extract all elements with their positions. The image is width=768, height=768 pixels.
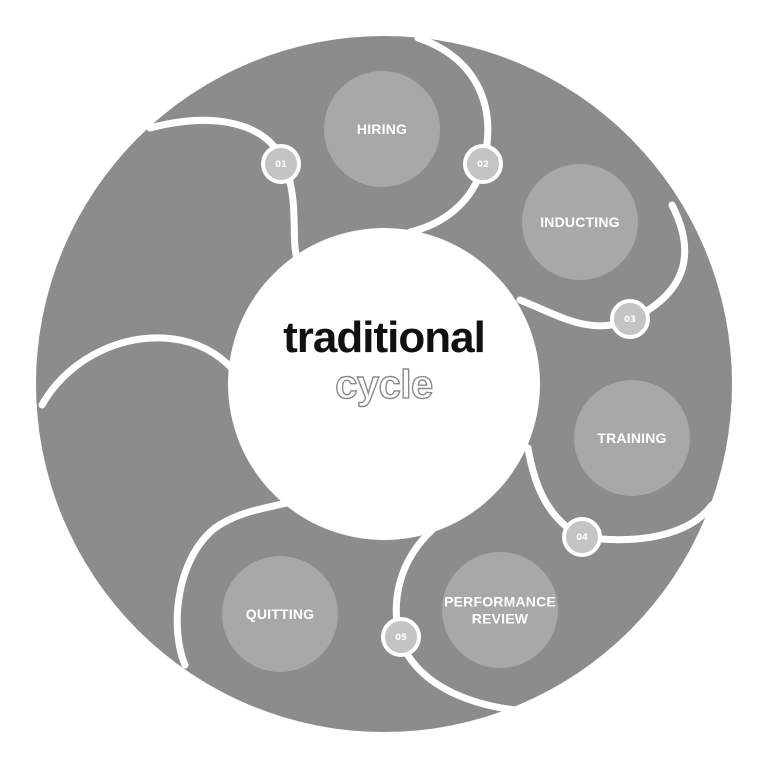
stage-label-04-line-2: REVIEW bbox=[472, 611, 529, 627]
number-badges: 01 02 03 04 05 bbox=[261, 144, 650, 657]
stage-label-05: QUITTING bbox=[246, 606, 314, 622]
number-badge-label-04: 04 bbox=[576, 533, 588, 543]
stage-circle-05 bbox=[222, 556, 338, 672]
number-badge-05 bbox=[381, 617, 421, 657]
stage-circle-01 bbox=[324, 71, 440, 187]
number-badge-label-05: 05 bbox=[395, 633, 407, 643]
title-cycle: cycle bbox=[335, 363, 433, 407]
divider-06 bbox=[173, 496, 302, 669]
number-badge-02 bbox=[463, 144, 503, 184]
stage-circle-03 bbox=[574, 380, 690, 496]
stage-label-02: INDUCTING bbox=[540, 214, 620, 230]
number-badge-01 bbox=[261, 144, 301, 184]
number-badge-label-03: 03 bbox=[624, 315, 636, 325]
stage-circles: HIRING INDUCTING TRAINING PERFORMANCEREVIEW… bbox=[222, 71, 690, 672]
divider-07 bbox=[38, 334, 244, 409]
title-traditional: traditional bbox=[283, 313, 485, 362]
stage-label-04-line-1: PERFORMANCE bbox=[444, 594, 556, 610]
stage-circle-02 bbox=[522, 164, 638, 280]
stage-circle-04 bbox=[442, 552, 558, 668]
number-badge-label-02: 02 bbox=[477, 160, 489, 170]
number-badge-03 bbox=[610, 299, 650, 339]
stage-label-01: HIRING bbox=[357, 121, 407, 137]
center-circle bbox=[228, 228, 540, 540]
stage-label-03: TRAINING bbox=[597, 430, 666, 446]
number-badge-04 bbox=[562, 517, 602, 557]
number-badge-label-01: 01 bbox=[275, 160, 287, 170]
